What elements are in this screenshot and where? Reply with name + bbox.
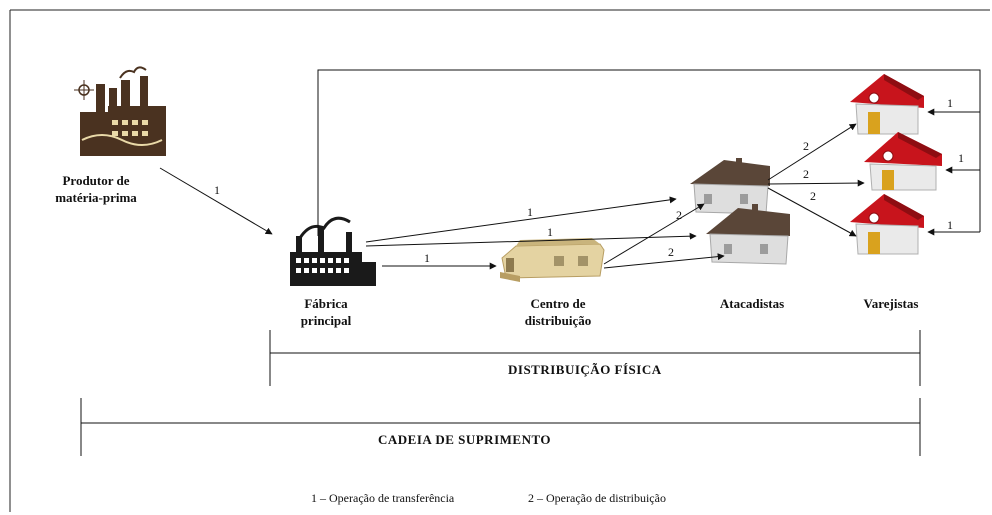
dc-label-line2: distribuição (524, 313, 592, 328)
distribution-center-icon (500, 238, 605, 282)
bracket-supply-chain (80, 398, 921, 456)
edge-producer-factory (159, 167, 273, 235)
supply-chain-label: CADEIA DE SUPRIMENTO (378, 432, 552, 447)
edge-label-wholesaler-retailer-mid: 2 (803, 167, 809, 181)
edge-wholesaler-retailer-bottom (767, 187, 857, 237)
legend-transfer: 1 – Operação de transferência (311, 491, 455, 505)
edge-label-factory-wholesaler-bottom: 1 (547, 225, 553, 239)
factory-icon (290, 216, 376, 286)
edge-wholesaler-retailer-mid (767, 179, 865, 187)
producer-label-line2: matéria-prima (55, 190, 137, 205)
edge-factory-wholesaler-top (365, 196, 677, 243)
retailer-house-bottom (850, 194, 924, 255)
edge-label-factory-dc: 1 (424, 251, 430, 265)
physical-distribution-label: DISTRIBUIÇÃO FÍSICA (508, 362, 662, 377)
edge-dc-wholesaler-bottom (603, 253, 725, 269)
edge-label-dc-wholesaler-bottom: 2 (668, 245, 674, 259)
edge-label-return-top: 1 (947, 96, 953, 110)
producer-icon (74, 66, 166, 156)
bracket-physical-distribution (269, 330, 921, 386)
edge-label-factory-wholesaler-top: 1 (527, 205, 533, 219)
legend-distribution: 2 – Operação de distribuição (528, 491, 666, 505)
wholesalers-label-text: Atacadistas (719, 296, 785, 311)
wholesaler-house-top (690, 158, 770, 215)
edge-label-wholesaler-retailer-top: 2 (803, 139, 809, 153)
factory-label: Fábrica principal (280, 295, 372, 329)
dc-label-line1: Centro de (530, 296, 586, 311)
edge-label-wholesaler-retailer-bottom: 2 (810, 189, 816, 203)
wholesalers-label: Atacadistas (700, 295, 804, 312)
edge-label-dc-wholesaler-top: 2 (676, 208, 682, 222)
return-line (317, 69, 981, 236)
factory-label-line2: principal (300, 313, 352, 328)
edge-label-producer-factory: 1 (214, 183, 220, 197)
edge-factory-wholesaler-bottom (365, 232, 697, 247)
edge-label-return-bottom: 1 (947, 218, 953, 232)
edge-dc-wholesaler-top (603, 203, 705, 265)
edge-label-return-mid: 1 (958, 151, 964, 165)
edge-wholesaler-retailer-top (767, 123, 857, 181)
retailers-label-text: Varejistas (863, 296, 919, 311)
wholesaler-house-bottom (706, 204, 790, 265)
retailers-label: Varejistas (846, 295, 936, 312)
retailer-house-mid (864, 132, 942, 191)
producer-label: Produtor de matéria-prima (38, 172, 154, 206)
factory-label-line1: Fábrica (304, 296, 348, 311)
retailer-house-top (850, 74, 924, 135)
producer-label-line1: Produtor de (62, 173, 130, 188)
dc-label: Centro de distribuição (506, 295, 610, 329)
